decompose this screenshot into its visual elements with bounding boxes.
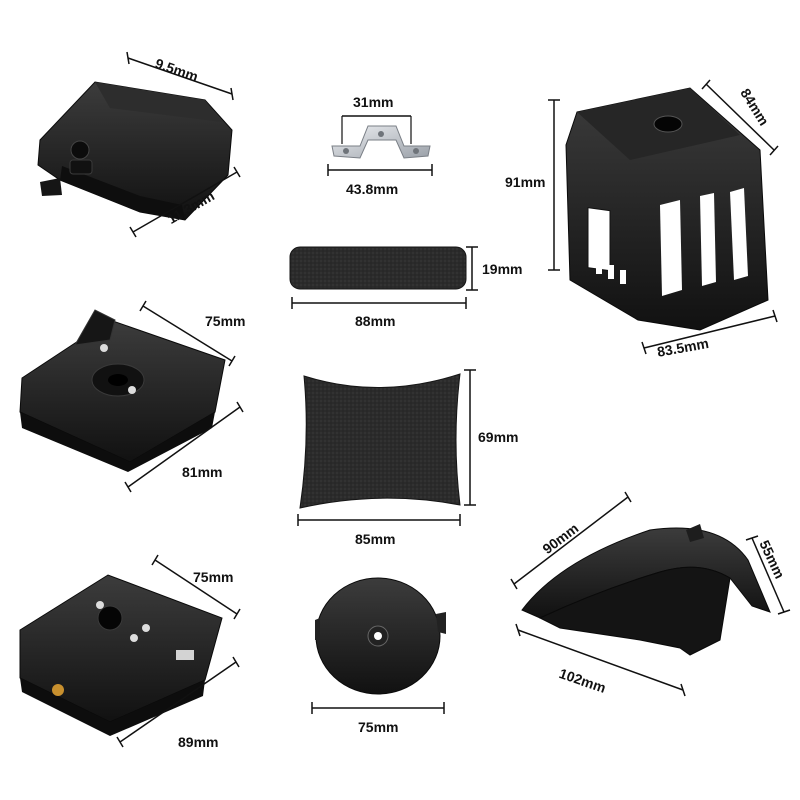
dimension-line-85mm	[297, 514, 461, 526]
dimension-line-43-8mm	[327, 164, 433, 176]
dimension-line-81mm	[124, 401, 244, 493]
dimension-label-75mm-round: 75mm	[358, 719, 399, 735]
dimension-line-84mm	[701, 79, 779, 156]
metal-bracket-image	[331, 125, 431, 159]
dimension-line-88mm	[291, 297, 467, 309]
round-filter-cover-image	[315, 577, 446, 695]
air-filter-cover-box-image	[565, 87, 769, 331]
curved-filter-cover-image	[521, 524, 771, 656]
dimension-line-91mm	[548, 99, 560, 271]
dimension-line-89mm	[116, 656, 240, 748]
filter-base-plate-1-image	[19, 309, 226, 472]
dimension-label-89mm: 89mm	[178, 734, 219, 750]
dimension-line-75mm-round	[311, 702, 445, 714]
foam-strip-filter-image	[289, 246, 467, 290]
dimension-line-9-5mm	[126, 51, 234, 101]
dimension-label-69mm: 69mm	[478, 429, 519, 445]
dimension-label-75mm-plate1: 75mm	[205, 313, 246, 329]
dimension-label-81mm: 81mm	[182, 464, 223, 480]
dimension-label-85mm: 85mm	[355, 531, 396, 547]
filter-base-plate-2-image	[19, 574, 223, 736]
dimension-line-11-3mm	[129, 166, 241, 238]
dimension-label-91mm: 91mm	[505, 174, 546, 190]
dimension-label-19mm: 19mm	[482, 261, 523, 277]
air-filter-housing-image	[37, 81, 233, 221]
dimension-line-31mm	[341, 115, 412, 144]
dimension-line-90mm	[510, 491, 632, 590]
dimension-label-43-8mm: 43.8mm	[346, 181, 399, 197]
dimension-line-55mm	[745, 535, 791, 615]
dimension-line-102mm	[515, 623, 686, 697]
dimension-line-83-5mm	[641, 309, 778, 355]
foam-filter-pad-image	[299, 373, 461, 509]
dimension-line-75mm-plate2	[151, 554, 241, 620]
dimension-label-31mm: 31mm	[353, 94, 394, 110]
dimension-label-75mm-plate2: 75mm	[193, 569, 234, 585]
dimension-line-75mm-plate1	[139, 300, 236, 367]
dimension-label-88mm: 88mm	[355, 313, 396, 329]
dimension-line-19mm	[466, 246, 478, 291]
dimension-line-69mm	[464, 369, 476, 506]
